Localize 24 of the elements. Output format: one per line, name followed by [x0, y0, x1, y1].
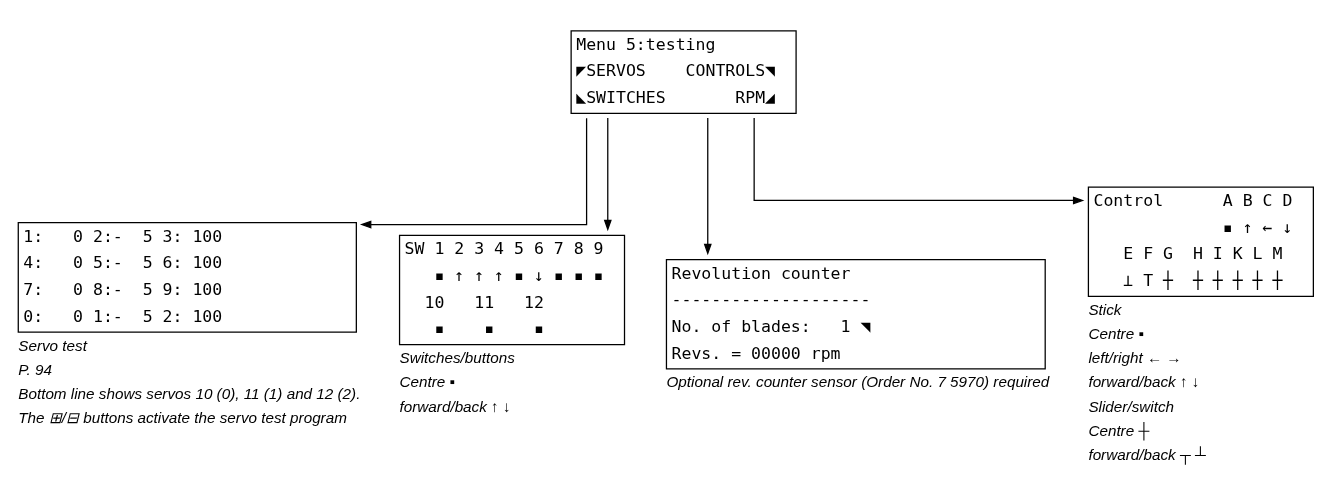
node-label: Stick [1088, 300, 1122, 318]
node-label: forward/back ┬ ┴ [1088, 445, 1206, 463]
node-label: Bottom line shows servos 10 (0), 11 (1) and 12 (2). [18, 384, 361, 402]
node-label: P. 94 [18, 360, 52, 378]
node-label: left/right ← → [1088, 349, 1182, 367]
node-label: Centre ┼ [1088, 421, 1150, 439]
node-box: Menu 5:testing ◤SERVOS CONTROLS◥ ◣SWITCHES RPM◢ [570, 30, 797, 115]
arrow [753, 117, 1085, 205]
arrow [703, 117, 712, 256]
node-label: forward/back ↑ ↓ [1088, 373, 1200, 391]
node-label: Slider/switch [1088, 397, 1175, 415]
node-box: Control A B C D ▪ ↑ ← ↓ E F G H I K L M ⊥ T ┼ ┼ ┼ ┼ ┼ ┼ [1087, 186, 1314, 298]
node-box: Revolution counter -------------------- No. of blades: 1 ◥ Revs. = 00000 rpm [665, 258, 1046, 370]
arrow [603, 117, 612, 232]
node-box: SW 1 2 3 4 5 6 7 8 9 ▪ ↑ ↑ ↑ ▪ ↓ ▪ ▪ ▪ 10 11 12 ▪ ▪ ▪ [398, 234, 626, 346]
node-label: Centre ▪ [1088, 325, 1144, 343]
node-label: forward/back ↑ ↓ [399, 397, 511, 415]
arrow [359, 117, 588, 229]
node-label: Servo test [18, 336, 87, 354]
node-box: 1: 0 2:- 5 3: 100 4: 0 5:- 5 6: 100 7: 0 8:- 5 9: 100 0: 0 1:- 5 2: 100 [17, 222, 357, 333]
node-label: Optional rev. counter sensor (Order No. 7 5970) required [666, 373, 1050, 391]
node-label: Switches/buttons [399, 349, 515, 367]
node-label: The ⊞/⊟ buttons activate the servo test program [18, 409, 347, 427]
node-label: Centre ▪ [399, 373, 455, 391]
